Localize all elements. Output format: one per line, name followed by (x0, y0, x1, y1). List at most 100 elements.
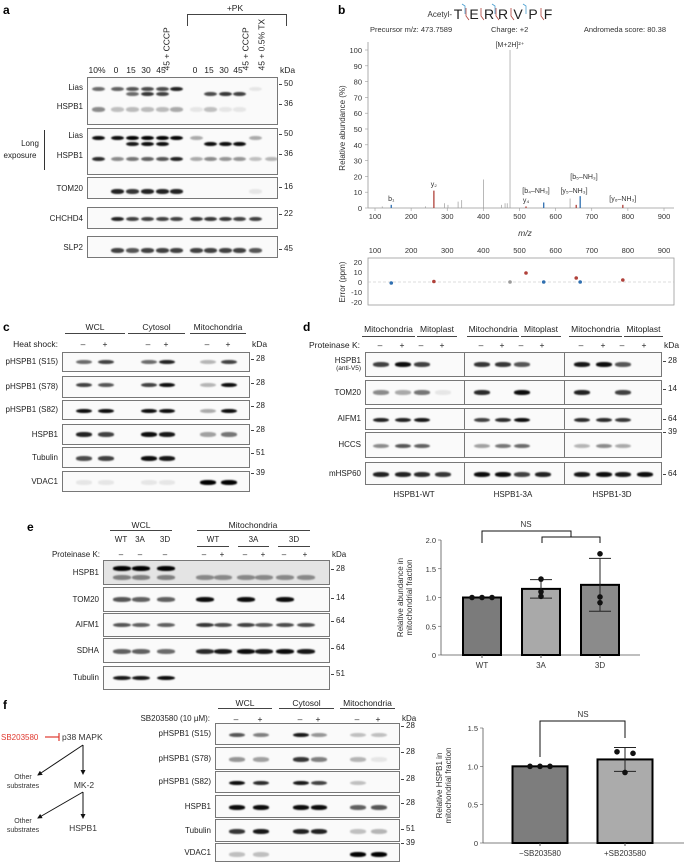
y-tick-label: -10 (351, 288, 362, 297)
group-underline (279, 708, 334, 709)
band (495, 417, 511, 423)
group-underline (521, 336, 561, 337)
x-tick-label: 800 (622, 212, 635, 221)
y-axis-title: mitochondrial fraction (444, 747, 453, 823)
andromeda-score: Andromeda score: 80.38 (584, 25, 666, 34)
x-tick-label: 900 (658, 212, 671, 221)
x-tick-label: 600 (549, 212, 562, 221)
condition-sign: + (315, 714, 321, 724)
peak-label: [M+2H]²⁺ (496, 42, 525, 49)
kda-marker: 16 (284, 181, 293, 191)
kda-marker: 39 (256, 468, 265, 478)
kda-header: kDa (252, 339, 268, 349)
band (169, 189, 183, 194)
band (169, 107, 183, 112)
peptide-modification: Acetyl- (428, 10, 453, 19)
y-tick-label: 10 (354, 188, 362, 197)
fragment-b-marker (522, 3, 527, 14)
band (76, 456, 92, 461)
row-label: pHSPB1 (S15) (158, 729, 211, 738)
row-label: VDAC1 (31, 476, 58, 486)
error-point (389, 281, 394, 285)
band (132, 649, 150, 654)
group-underline (238, 546, 269, 547)
band (113, 575, 131, 580)
band (140, 91, 154, 97)
band (141, 408, 157, 414)
kda-tick (331, 568, 334, 570)
row-label: VDAC1 (184, 847, 211, 857)
x-tick-label: 3A (536, 661, 546, 670)
band (474, 472, 490, 477)
band (232, 107, 246, 112)
significance-bracket (539, 720, 626, 757)
fragment-y-marker (540, 8, 545, 21)
row-label: pHSPB1 (S15) (5, 357, 58, 366)
band (214, 649, 232, 654)
condition-sign: + (260, 550, 266, 559)
lane-label: 0 (113, 65, 119, 75)
lane-label: 3A (248, 535, 259, 544)
kda-marker: 28 (256, 377, 265, 387)
row-label: AIFM1 (75, 620, 99, 629)
peak-label: [y₆–NH₃] (609, 196, 636, 203)
kda-header: kDa (402, 714, 417, 723)
row-label: CHCHD4 (49, 214, 83, 224)
band (140, 248, 154, 253)
band (218, 156, 232, 162)
band (132, 675, 150, 681)
kda-tick (663, 473, 666, 475)
band (248, 216, 262, 222)
band (474, 390, 490, 395)
x-tick-label: 700 (585, 246, 598, 255)
band (293, 829, 309, 834)
error-point (621, 278, 625, 282)
peak-label: [b₄–NH₃] (522, 188, 550, 195)
y-tick-label: 90 (354, 62, 362, 71)
band (237, 622, 255, 628)
condition-sign: – (518, 340, 524, 350)
band (495, 362, 511, 367)
band (435, 472, 451, 477)
band (200, 432, 216, 437)
band (110, 107, 124, 112)
blot-panel-hccs (365, 432, 662, 458)
band (373, 362, 389, 367)
band (169, 135, 183, 141)
band (155, 135, 169, 141)
band (189, 216, 203, 222)
band (293, 805, 309, 810)
band (113, 622, 131, 628)
band (350, 757, 366, 762)
kda-tick (251, 382, 254, 384)
band (169, 216, 183, 222)
kda-tick (279, 186, 282, 188)
group-underline (362, 336, 415, 337)
row-label: pHSPB1 (S78) (158, 753, 211, 763)
band (574, 390, 590, 395)
band (125, 156, 139, 162)
x-tick-label: WT (476, 661, 489, 670)
band (574, 417, 590, 423)
blot-panel-hspb1 (103, 560, 330, 585)
group-header: Mitoplast (419, 324, 455, 334)
band (132, 566, 150, 571)
kda-marker: 22 (284, 208, 293, 218)
band (596, 417, 612, 423)
band (253, 829, 269, 834)
x-tick-label: 500 (513, 246, 526, 255)
band (159, 456, 175, 461)
y-tick-label: 30 (354, 157, 362, 166)
data-point (538, 588, 544, 595)
band (395, 417, 411, 423)
kda-tick (401, 726, 404, 728)
block-label: HSPB1-3A (493, 490, 533, 499)
band (200, 359, 216, 365)
band (76, 432, 92, 437)
band (474, 443, 490, 449)
band (414, 417, 430, 423)
y-axis-title: Relative abundance in (396, 558, 405, 637)
x-tick-label: 500 (513, 212, 526, 221)
band (248, 189, 262, 194)
